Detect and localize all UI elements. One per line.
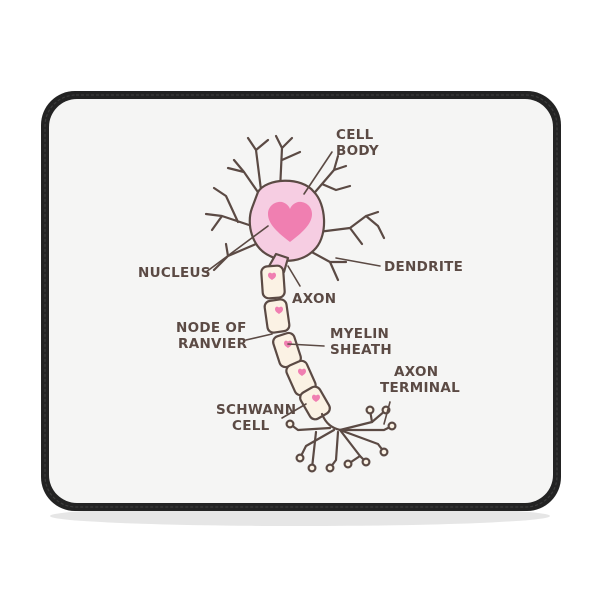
dendrite-lower-right [306,248,348,282]
leader-axon-terminal [383,401,391,425]
heart-icon [312,394,320,402]
schwann-cell-segment [263,298,291,334]
leader-nucleus [205,225,269,273]
heart-icon [268,272,276,280]
leader-node-of-ranvier [245,333,273,341]
diagram-labels: CELL BODY NUCLEUS DENDRITE AXON NODE OF … [138,127,463,434]
label-schwann-cell: SCHWANN CELL [216,402,301,434]
label-myelin-sheath: MYELIN SHEATH [330,326,394,358]
leader-lines [205,151,391,425]
label-axon: AXON [292,291,336,307]
leader-myelin-sheath [287,343,325,347]
label-dendrite: DENDRITE [384,259,463,275]
label-nucleus: NUCLEUS [138,265,211,281]
mat-stitching [44,94,558,508]
mat-surface [49,99,553,503]
neuron-diagram [204,134,397,473]
heart-icon [275,306,283,314]
leader-axon [287,265,301,287]
heart-icon [268,201,312,242]
leader-dendrite [335,257,381,267]
leader-schwann-cell [281,403,307,419]
label-cell-body: CELL BODY [336,127,379,159]
segment-hearts [268,272,320,402]
dendrite-left [204,186,254,232]
schwann-cell-segment [260,264,286,300]
dendrite-right [316,210,386,246]
leader-cell-body [303,151,333,195]
dendrite-top [274,134,302,192]
dendrite-upper-right [308,154,352,200]
heart-icon [298,368,306,376]
axon-terminal-bulbs [285,405,397,473]
label-node-of-ranvier: NODE OF RANVIER [176,320,252,352]
dendrite-upper-left [226,136,270,200]
label-axon-terminal: AXON TERMINAL [380,364,460,396]
